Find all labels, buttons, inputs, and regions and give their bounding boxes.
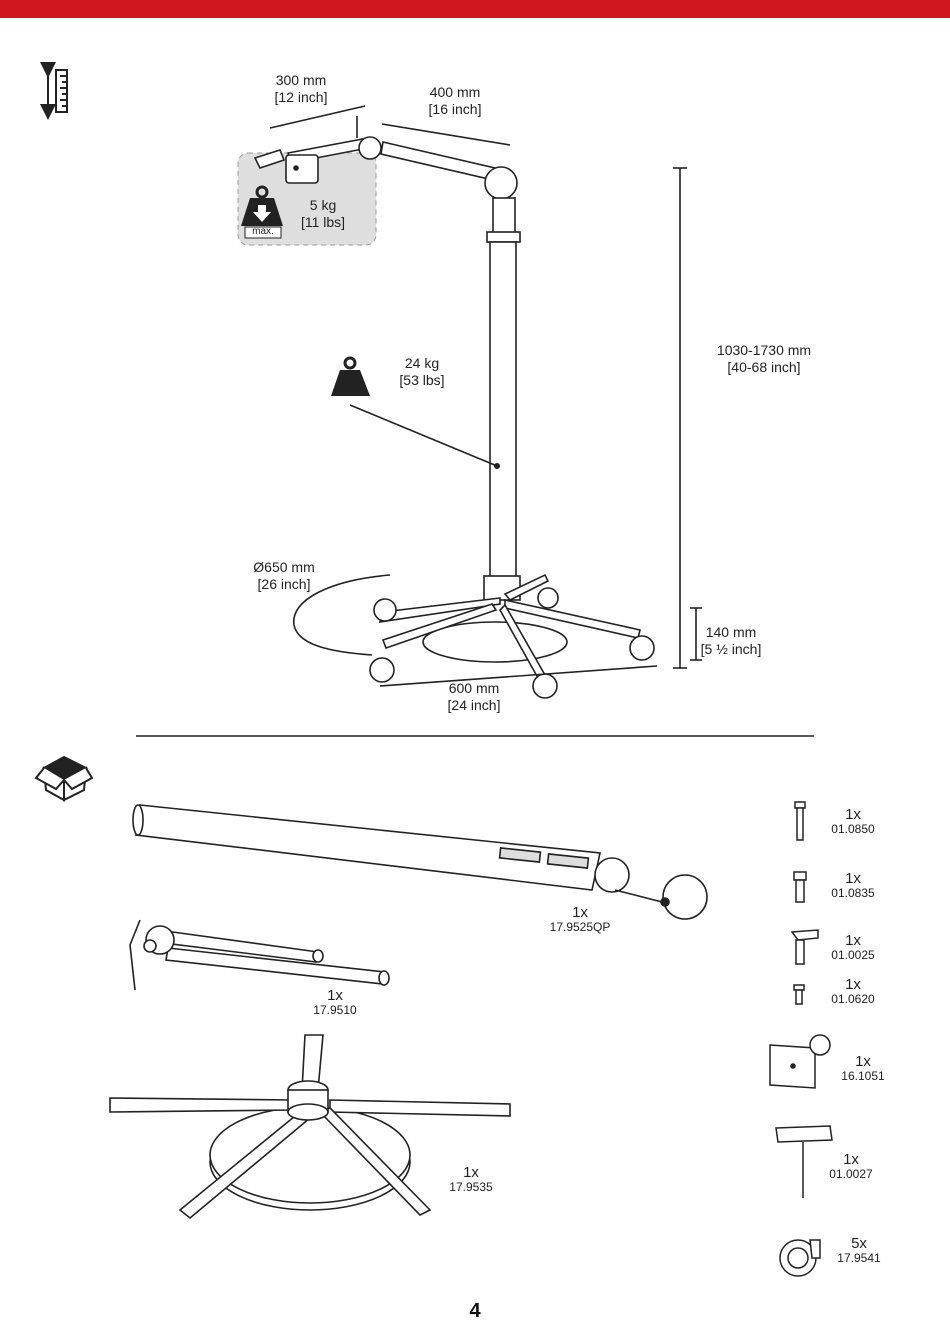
part-code: 17.9525QP xyxy=(549,920,611,934)
height-inch: [40-68 inch] xyxy=(727,359,801,375)
part-label: 1x 17.9510 xyxy=(300,987,370,1017)
total-weight-label: 24 kg [53 lbs] xyxy=(392,355,452,389)
base-height-dimension: 140 mm [5 ½ inch] xyxy=(698,624,764,658)
part-label: 1x 01.0025 xyxy=(820,932,886,962)
weight-max-icon xyxy=(241,185,283,239)
part-label: 1x 01.0835 xyxy=(820,870,886,900)
part-code: 17.9541 xyxy=(837,1251,881,1265)
part-label: 1x 16.1051 xyxy=(830,1053,896,1083)
part-label: 5x 17.9541 xyxy=(826,1235,892,1265)
base-height-inch: [5 ½ inch] xyxy=(700,641,762,657)
arm-short-inch: [12 inch] xyxy=(274,89,328,105)
arm-short-mm: 300 mm xyxy=(275,72,327,88)
max-badge: max. xyxy=(252,226,274,237)
weight-icon xyxy=(331,356,370,396)
height-dimension: 1030-1730 mm [40-68 inch] xyxy=(706,342,822,376)
arm-long-inch: [16 inch] xyxy=(428,101,482,117)
part-qty: 1x xyxy=(845,806,861,823)
base-width-mm: 600 mm xyxy=(448,680,500,696)
part-code: 17.9510 xyxy=(313,1003,357,1017)
part-code: 01.0835 xyxy=(831,886,875,900)
part-qty: 1x xyxy=(845,932,861,949)
base-height-mm: 140 mm xyxy=(705,624,757,640)
part-qty: 1x xyxy=(572,904,588,921)
part-qty: 1x xyxy=(327,987,343,1004)
part-code: 01.0620 xyxy=(831,992,875,1006)
part-code: 01.0850 xyxy=(831,822,875,836)
part-qty: 1x xyxy=(463,1164,479,1181)
part-qty: 1x xyxy=(845,976,861,993)
part-label: 1x 17.9525QP xyxy=(540,904,620,934)
arm-long-mm: 400 mm xyxy=(429,84,481,100)
measure-icon xyxy=(40,62,68,120)
part-label: 1x 17.9535 xyxy=(436,1164,506,1194)
base-diameter-dimension: Ø650 mm [26 inch] xyxy=(246,559,322,593)
header-bar xyxy=(0,0,950,18)
base-diameter-mm: Ø650 mm xyxy=(253,559,315,575)
part-code: 01.0027 xyxy=(829,1167,873,1181)
part-code: 16.1051 xyxy=(841,1069,885,1083)
page-number: 4 xyxy=(469,1300,481,1322)
part-code: 01.0025 xyxy=(831,948,875,962)
arm-short-dimension: 300 mm [12 inch] xyxy=(262,72,340,106)
total-weight-kg: 24 kg xyxy=(404,355,440,371)
max-load-kg: 5 kg xyxy=(309,197,337,213)
total-weight-lbs: [53 lbs] xyxy=(399,372,445,388)
part-qty: 1x xyxy=(845,870,861,887)
base-diameter-inch: [26 inch] xyxy=(257,576,311,592)
part-qty: 1x xyxy=(843,1151,859,1168)
part-qty: 1x xyxy=(855,1053,871,1070)
base-width-dimension: 600 mm [24 inch] xyxy=(436,680,512,714)
part-label: 1x 01.0027 xyxy=(818,1151,884,1181)
max-load-lbs: [11 lbs] xyxy=(300,214,346,230)
max-load-label: 5 kg [11 lbs] xyxy=(292,197,354,231)
part-qty: 5x xyxy=(851,1235,867,1252)
height-mm: 1030-1730 mm xyxy=(716,342,812,358)
arm-long-dimension: 400 mm [16 inch] xyxy=(415,84,495,118)
base-width-inch: [24 inch] xyxy=(447,697,501,713)
part-code: 17.9535 xyxy=(449,1180,493,1194)
part-label: 1x 01.0620 xyxy=(820,976,886,1006)
box-contents-icon xyxy=(34,755,94,802)
part-label: 1x 01.0850 xyxy=(820,806,886,836)
